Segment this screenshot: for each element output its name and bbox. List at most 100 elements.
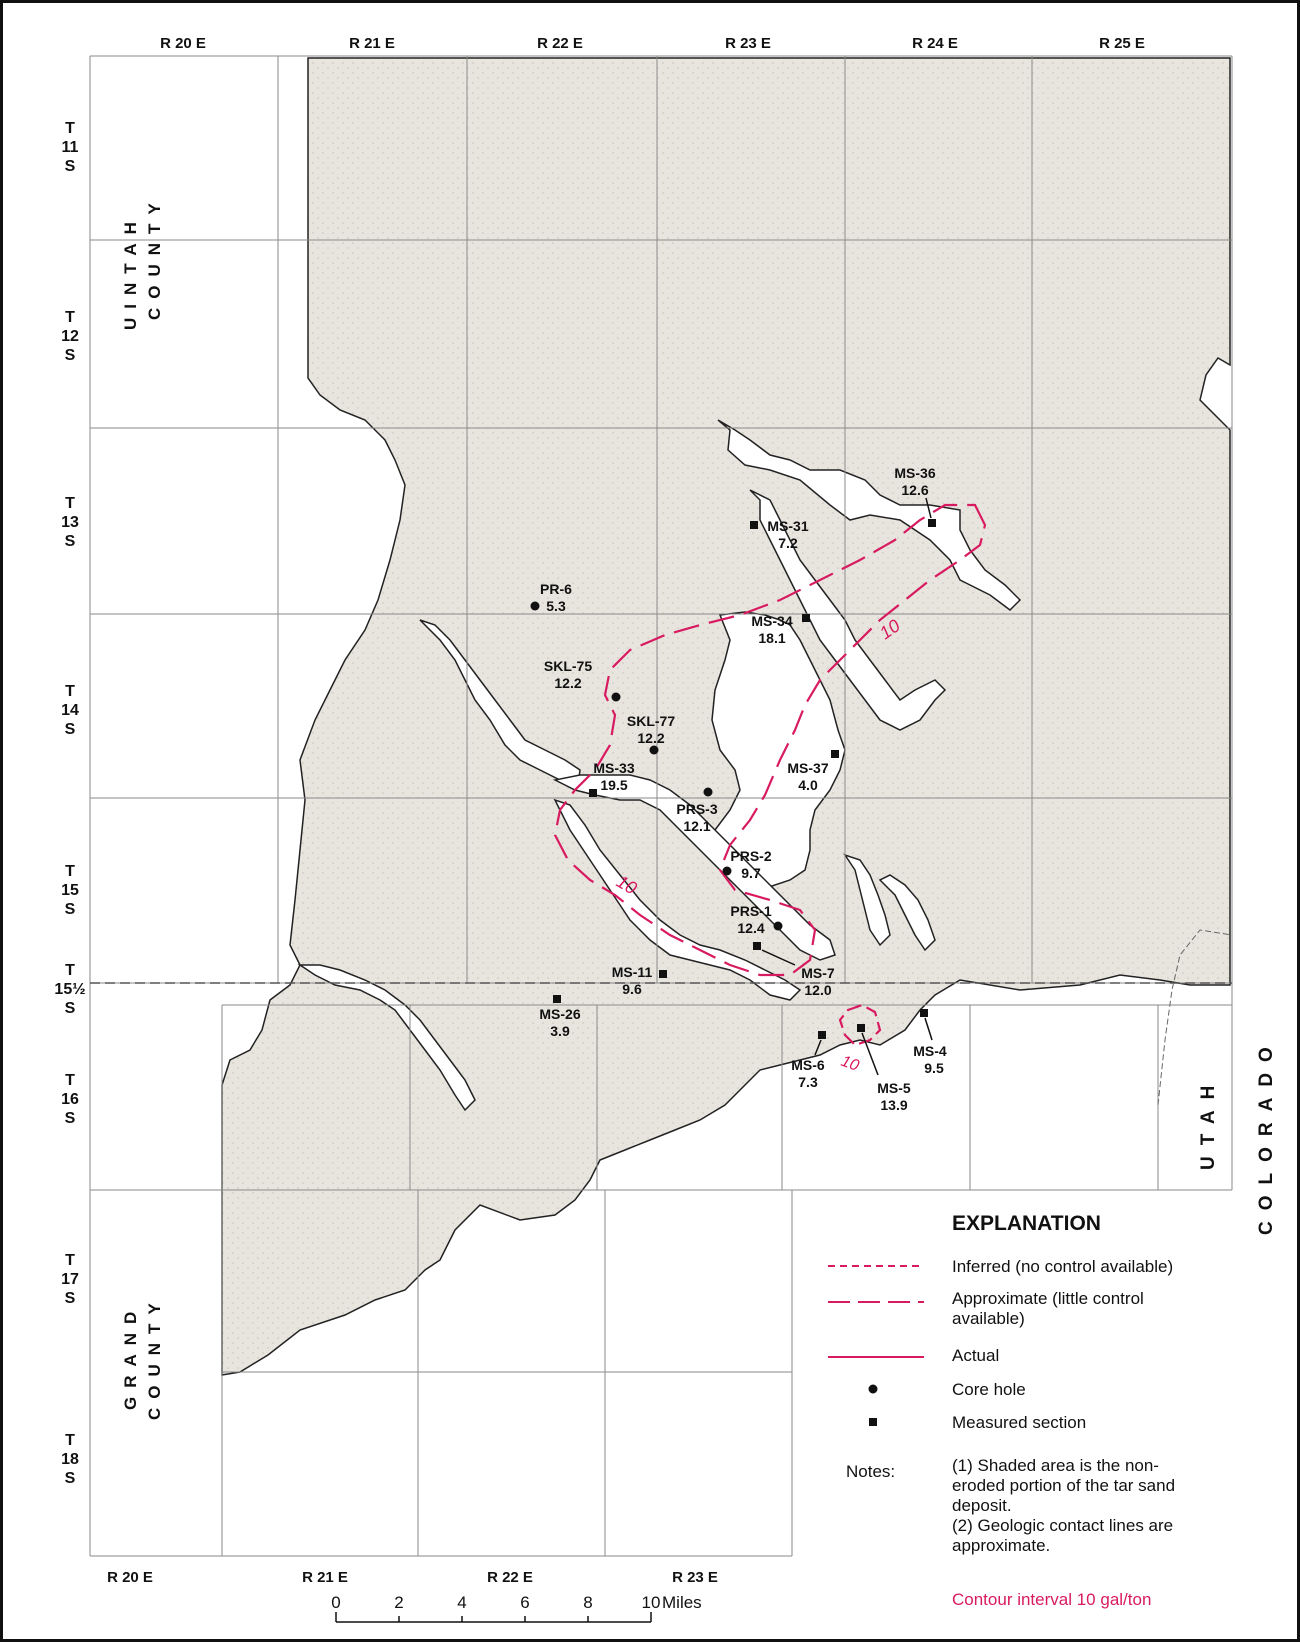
site-id: MS-26: [539, 1006, 580, 1022]
county-label-uintah: COUNTY: [145, 194, 164, 320]
survey-grid: [89, 55, 1233, 1557]
site-id: MS-37: [787, 760, 828, 776]
legend-core-hole-marker: [868, 1384, 878, 1394]
scale-tick-label: 6: [520, 1593, 529, 1612]
township-number: 17: [61, 1271, 79, 1288]
township-t: T: [65, 863, 75, 880]
township-labels: T 11 S T 12 S T 13 S T 14 S T 15 S T 15½…: [54, 120, 85, 1487]
core-hole-marker: [649, 745, 659, 755]
range-label: R 24 E: [912, 35, 958, 52]
site-value: 12.1: [683, 818, 710, 834]
site-value: 7.3: [798, 1074, 818, 1090]
site-value: 12.2: [554, 675, 581, 691]
township-s: S: [65, 347, 76, 364]
site-value: 5.3: [546, 598, 566, 614]
site-value: 12.0: [804, 982, 831, 998]
note-1-line-1: (1) Shaded area is the non-: [952, 1456, 1159, 1475]
township-t: T: [65, 962, 75, 979]
township-t: T: [65, 683, 75, 700]
scale-tick-label: 10: [642, 1593, 661, 1612]
note-2-line-1: (2) Geologic contact lines are: [952, 1516, 1173, 1535]
township-t: T: [65, 495, 75, 512]
contour-label: 10: [839, 1053, 862, 1075]
legend-measured-section-label: Measured section: [952, 1413, 1086, 1432]
site-id: PRS-3: [676, 801, 717, 817]
township-s: S: [65, 721, 76, 738]
township-number: 18: [61, 1451, 79, 1468]
township-t: T: [65, 1432, 75, 1449]
measured-section-marker: [553, 995, 561, 1003]
site-id: MS-4: [913, 1043, 947, 1059]
site-id: SKL-75: [544, 658, 592, 674]
site-value: 13.9: [880, 1097, 907, 1113]
site-value: 7.2: [778, 535, 798, 551]
measured-section-marker: [750, 521, 758, 529]
site-value: 9.6: [622, 981, 642, 997]
township-s: S: [65, 1110, 76, 1127]
core-hole-marker: [773, 921, 783, 931]
measured-section-marker: [831, 750, 839, 758]
township-number: 16: [61, 1091, 79, 1108]
eroded-channels: [297, 419, 1022, 1112]
range-labels-bottom: R 20 E R 21 E R 22 E R 23 E: [107, 1569, 718, 1586]
core-hole-marker: [722, 866, 732, 876]
range-label: R 25 E: [1099, 35, 1145, 52]
legend-core-hole-label: Core hole: [952, 1380, 1026, 1399]
site-id: MS-7: [801, 965, 835, 981]
county-label-grand: COUNTY: [145, 1294, 164, 1420]
legend-title: EXPLANATION: [952, 1212, 1101, 1235]
county-name-grand: GRAND: [121, 1303, 140, 1410]
contour-interval-note: Contour interval 10 gal/ton: [952, 1590, 1151, 1609]
range-label: R 21 E: [302, 1569, 348, 1586]
site-id: PR-6: [540, 581, 572, 597]
measured-section-marker: [857, 1024, 865, 1032]
site-value: 12.4: [737, 920, 764, 936]
scale-unit: Miles: [662, 1593, 702, 1612]
site-id: MS-33: [593, 760, 634, 776]
range-labels-top: R 20 E R 21 E R 22 E R 23 E R 24 E R 25 …: [160, 35, 1145, 52]
notes-label: Notes:: [846, 1462, 895, 1481]
range-label: R 23 E: [672, 1569, 718, 1586]
township-number: 12: [61, 328, 79, 345]
core-hole-marker: [611, 692, 621, 702]
range-label: R 20 E: [107, 1569, 153, 1586]
site-value: 12.6: [901, 482, 928, 498]
site-value: 19.5: [600, 777, 627, 793]
measured-section-marker: [753, 942, 761, 950]
site-id: MS-34: [751, 613, 792, 629]
site-id: MS-31: [767, 518, 808, 534]
legend-approximate-label-cont: available): [952, 1309, 1025, 1328]
legend-inferred-label: Inferred (no control available): [952, 1257, 1173, 1276]
state-label-colorado: COLORADO: [1256, 1036, 1277, 1235]
township-s: S: [65, 901, 76, 918]
range-label: R 20 E: [160, 35, 206, 52]
township-s: S: [65, 1000, 76, 1017]
note-2-line-2: approximate.: [952, 1536, 1050, 1555]
site-value: 4.0: [798, 777, 818, 793]
note-1-line-3: deposit.: [952, 1496, 1012, 1515]
contour-lines: [553, 503, 987, 1047]
note-1-line-2: eroded portion of the tar sand: [952, 1476, 1175, 1495]
township-number: 11: [62, 139, 79, 156]
township-t: T: [65, 309, 75, 326]
scale-tick-label: 4: [457, 1593, 466, 1612]
township-s: S: [65, 1470, 76, 1487]
scale-bar: 0 2 4 6 8 10 Miles: [331, 1593, 702, 1623]
measured-section-marker: [659, 970, 667, 978]
range-label: R 22 E: [487, 1569, 533, 1586]
township-s: S: [65, 158, 76, 175]
measured-section-marker: [802, 614, 810, 622]
site-id: PRS-1: [730, 903, 771, 919]
county-boundary: [1157, 929, 1233, 1106]
range-label: R 21 E: [349, 35, 395, 52]
measured-section-marker: [920, 1009, 928, 1017]
legend-measured-section-marker: [869, 1418, 877, 1426]
township-number: 13: [61, 514, 79, 531]
site-id: MS-11: [612, 964, 653, 980]
sample-sites: MS-36 12.6 MS-31 7.2 PR-6 5.3 MS-34 18.1…: [530, 465, 947, 1113]
site-id: PRS-2: [730, 848, 771, 864]
site-value: 9.5: [924, 1060, 944, 1076]
township-t: T: [65, 1072, 75, 1089]
township-s: S: [65, 533, 76, 550]
